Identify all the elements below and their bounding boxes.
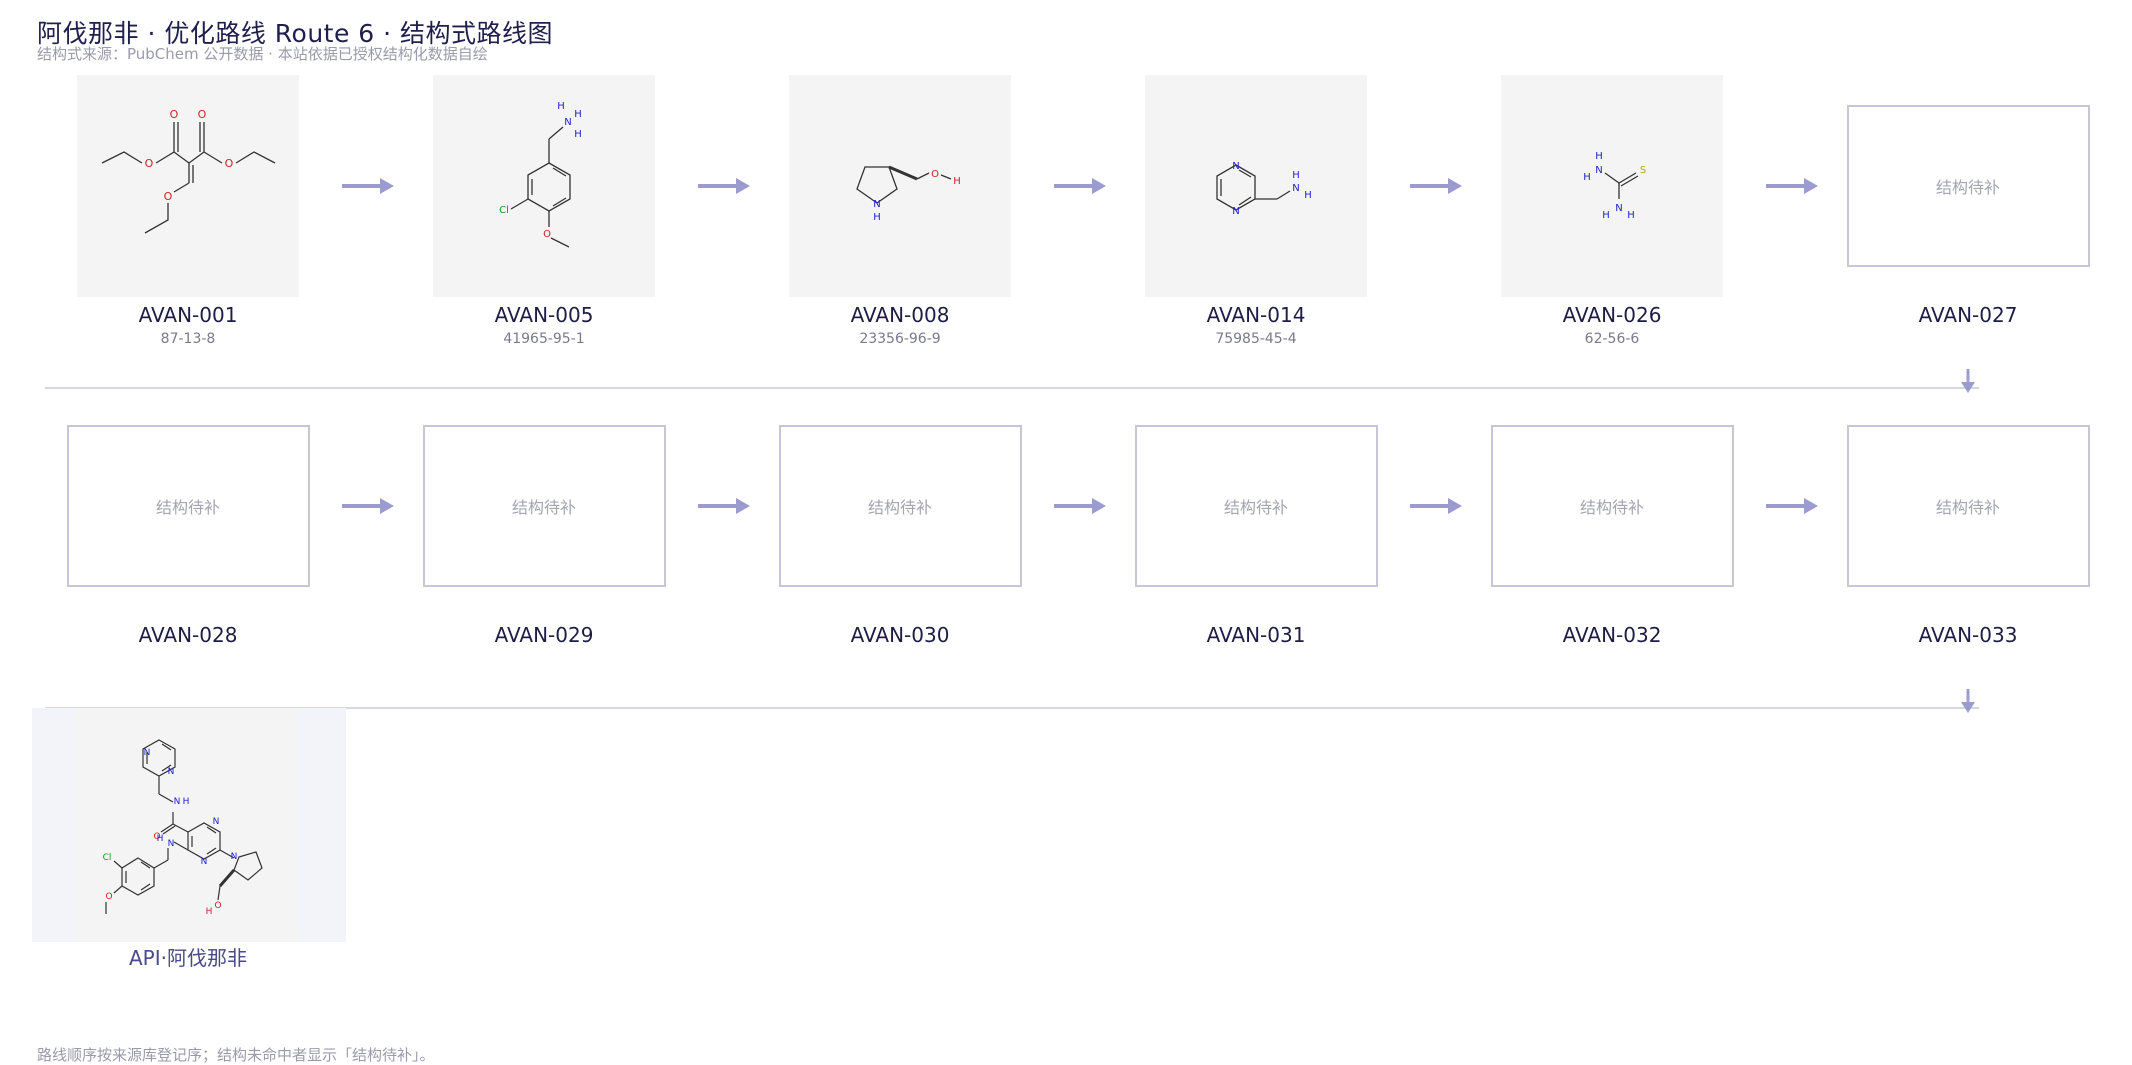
nitrogen-label: N [1232, 206, 1239, 217]
arrow-right-icon [1054, 498, 1106, 514]
structure-thiourea: N H H S N H H [1501, 75, 1723, 297]
compound-id: AVAN-026 [1562, 303, 1662, 327]
arrow-right-icon [1766, 498, 1818, 514]
compound-id: AVAN-027 [1918, 303, 2018, 327]
hydrogen-label: H [574, 109, 582, 120]
hydrogen-label: H [1583, 172, 1591, 183]
structure-pyrimidinylmethylamine: N N N H H [1145, 75, 1367, 297]
arrow-right-icon [342, 178, 394, 194]
hydrogen-label: H [1602, 210, 1610, 221]
compound-id: AVAN-033 [1918, 623, 2018, 647]
hydrogen-label: H [1595, 151, 1603, 162]
api-label: API·阿伐那非 [129, 946, 247, 970]
compound-id: AVAN-031 [1206, 623, 1306, 647]
compound-id: AVAN-028 [138, 623, 238, 647]
chlorine-label: Cl [499, 205, 509, 216]
arrow-right-icon [1410, 498, 1462, 514]
cas-number: 23356-96-9 [859, 331, 941, 347]
structure-chloro-methoxybenzylamine: N H H H Cl O [433, 75, 655, 297]
row-divider [45, 387, 1979, 389]
cas-number: 62-56-6 [1584, 331, 1640, 347]
structure-placeholder: 结构待补 [778, 425, 1022, 587]
nitrogen-label: N [168, 767, 175, 777]
structure-placeholder: 结构待补 [1134, 425, 1378, 587]
arrow-right-icon [698, 178, 750, 194]
nitrogen-label: N [231, 852, 238, 862]
footer-note: 路线顺序按来源库登记序；结构未命中者显示「结构待补」。 [37, 1046, 435, 1064]
chlorine-label: Cl [103, 853, 112, 863]
nitrogen-label: N [201, 857, 208, 867]
arrow-right-icon [698, 498, 750, 514]
oxygen-label: O [198, 108, 207, 121]
oxygen-label: O [145, 157, 154, 170]
hydrogen-label: H [557, 101, 565, 112]
hydrogen-label: H [206, 907, 213, 917]
oxygen-label: O [225, 157, 234, 170]
structure-placeholder: 结构待补 [1490, 425, 1734, 587]
hydrogen-label: H [183, 797, 190, 807]
structure-diethyl-ethoxymethylenemalonate: O O O O O [77, 75, 299, 297]
arrow-right-icon [1766, 178, 1818, 194]
oxygen-label: O [105, 892, 112, 902]
compound-id: AVAN-029 [494, 623, 594, 647]
oxygen-label: O [170, 108, 179, 121]
compound-id: AVAN-001 [138, 303, 238, 327]
compound-id: AVAN-005 [494, 303, 594, 327]
nitrogen-label: N [1232, 161, 1239, 172]
structure-placeholder: 结构待补 [1846, 425, 2090, 587]
nitrogen-label: N [1615, 203, 1622, 214]
oxygen-label: O [214, 901, 221, 911]
nitrogen-label: N [564, 117, 571, 128]
nitrogen-label: N [213, 817, 220, 827]
hydrogen-label: H [574, 129, 582, 140]
nitrogen-label: N [174, 797, 181, 807]
compound-id: AVAN-008 [850, 303, 950, 327]
compound-id: AVAN-030 [850, 623, 950, 647]
sulfur-label: S [1640, 165, 1646, 176]
nitrogen-label: N [873, 199, 880, 210]
structure-placeholder: 结构待补 [66, 425, 310, 587]
page-title: 阿伐那非 · 优化路线 Route 6 · 结构式路线图 [37, 19, 554, 48]
arrow-right-icon [342, 498, 394, 514]
hydrogen-label: H [953, 176, 961, 187]
hydrogen-label: H [873, 212, 881, 223]
nitrogen-label: N [144, 748, 151, 758]
oxygen-label: O [931, 169, 939, 180]
page-subtitle: 结构式来源：PubChem 公开数据 · 本站依据已授权结构化数据自绘 [37, 45, 488, 63]
structure-placeholder: 结构待补 [1846, 105, 2090, 267]
cas-number: 75985-45-4 [1215, 331, 1297, 347]
nitrogen-label: N [1292, 183, 1299, 194]
hydrogen-label: H [1292, 170, 1300, 181]
arrow-right-icon [1410, 178, 1462, 194]
arrow-down-icon [1961, 689, 1975, 713]
oxygen-label: O [164, 190, 173, 203]
hydrogen-label: H [1627, 210, 1635, 221]
structure-placeholder: 结构待补 [422, 425, 666, 587]
row-divider [45, 707, 1979, 709]
nitrogen-label: N [168, 839, 175, 849]
oxygen-label: O [543, 229, 551, 240]
cas-number: 41965-95-1 [503, 331, 585, 347]
cas-number: 87-13-8 [160, 331, 216, 347]
nitrogen-label: N [1595, 165, 1602, 176]
compound-id: AVAN-014 [1206, 303, 1306, 327]
hydrogen-label: H [1304, 190, 1312, 201]
structure-prolinol: N H O H [789, 75, 1011, 297]
compound-id: AVAN-032 [1562, 623, 1662, 647]
structure-avanafil[interactable]: N N N H O N N N H Cl O N O H [76, 708, 298, 942]
arrow-down-icon [1961, 369, 1975, 393]
arrow-right-icon [1054, 178, 1106, 194]
oxygen-label: O [153, 832, 160, 842]
hydrogen-label: H [157, 834, 164, 844]
